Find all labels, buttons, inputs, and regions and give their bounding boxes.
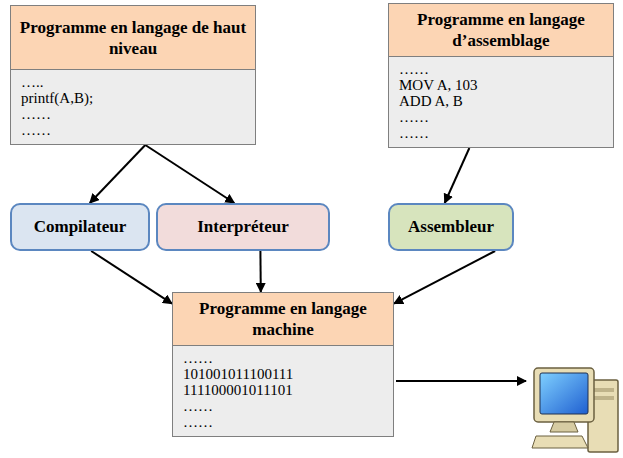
translator-label: Assembleur <box>408 217 494 237</box>
program-box: Programme en langage machine……1010010111… <box>172 292 394 437</box>
code-line: 111100001011101 <box>183 382 383 398</box>
flow-arrow <box>259 251 261 292</box>
code-line: …… <box>21 122 245 138</box>
program-box: Programme en langage de haut niveau…..pr… <box>10 5 256 145</box>
flow-arrow <box>445 148 470 203</box>
code-line: printf(A,B); <box>21 90 245 106</box>
code-line: MOV A, 103 <box>399 77 603 93</box>
box-heading: Programme en langage d’assemblage <box>389 4 613 57</box>
computer-illustration <box>530 362 622 456</box>
code-line: …… <box>183 414 383 430</box>
flow-arrow <box>394 251 495 304</box>
code-line: 101001011100111 <box>183 366 383 382</box>
code-area: …..printf(A,B);………… <box>11 70 255 144</box>
code-line: …… <box>21 106 245 122</box>
code-line: …… <box>399 109 603 125</box>
translator-label: Compilateur <box>34 217 127 237</box>
translator-box: Assembleur <box>388 203 514 251</box>
code-line: …… <box>399 125 603 141</box>
flow-arrow <box>145 145 234 203</box>
box-heading: Programme en langage machine <box>173 293 393 346</box>
code-area: ……MOV A, 103ADD A, B………… <box>389 57 613 147</box>
code-line: …… <box>183 350 383 366</box>
translator-box: Compilateur <box>10 203 150 251</box>
program-box: Programme en langage d’assemblage……MOV A… <box>388 3 614 148</box>
flow-arrow <box>90 145 146 203</box>
code-line: …… <box>183 398 383 414</box>
translator-box: Interpréteur <box>156 203 330 251</box>
box-heading: Programme en langage de haut niveau <box>11 6 255 70</box>
output-arrow <box>396 380 526 382</box>
code-area: ……101001011100111111100001011101………… <box>173 346 393 436</box>
code-line: ADD A, B <box>399 93 603 109</box>
flow-arrow <box>91 251 172 304</box>
code-line: …… <box>399 61 603 77</box>
translator-label: Interpréteur <box>197 217 289 237</box>
code-line: ….. <box>21 74 245 90</box>
